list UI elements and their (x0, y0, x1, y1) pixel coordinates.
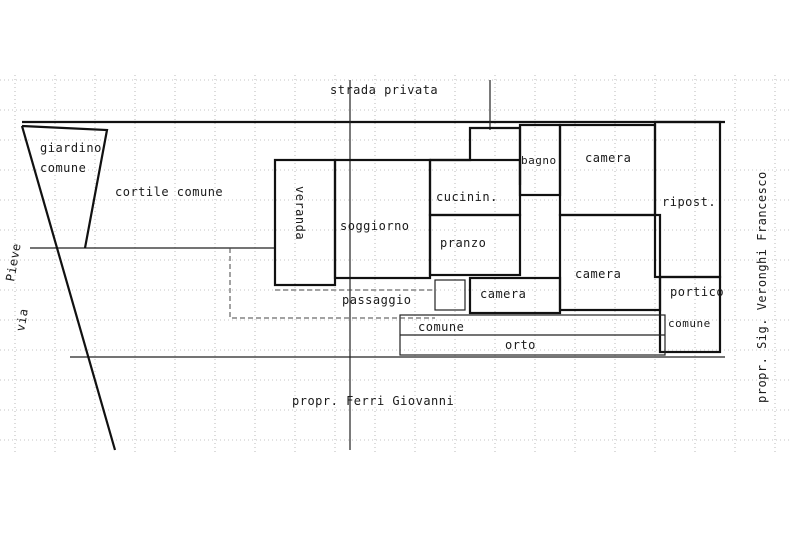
label-portico-comune: comune (668, 317, 711, 330)
label-bagno: bagno (521, 154, 557, 167)
label-giardino-comune: comune (40, 161, 86, 175)
label-propr-sig: propr. Sig. Veronghi Francesco (755, 171, 769, 403)
label-ripost: ripost. (662, 195, 716, 209)
label-orto: orto (505, 338, 536, 352)
background-grid (0, 75, 790, 455)
label-propr-ferri: propr. Ferri Giovanni (292, 394, 454, 408)
label-veranda: veranda (293, 186, 307, 240)
label-camera-top: camera (585, 151, 631, 165)
label-cucinino: cucinin. (436, 190, 498, 204)
label-camera-right: camera (575, 267, 621, 281)
room-labels: strada privata giardino comune cortile c… (3, 83, 769, 408)
label-portico: portico (670, 285, 724, 299)
label-pranzo: pranzo (440, 236, 486, 250)
label-giardino: giardino (40, 141, 102, 155)
label-strada-privata: strada privata (330, 83, 438, 97)
label-passaggio: passaggio (342, 293, 412, 307)
label-pieve: Pieve (3, 242, 23, 282)
label-via: via (13, 307, 31, 332)
label-cortile-comune: cortile comune (115, 185, 223, 199)
label-comune-bottom: comune (418, 320, 464, 334)
label-soggiorno: soggiorno (340, 219, 410, 233)
plan-walls (20, 80, 725, 451)
label-camera-small: camera (480, 287, 526, 301)
